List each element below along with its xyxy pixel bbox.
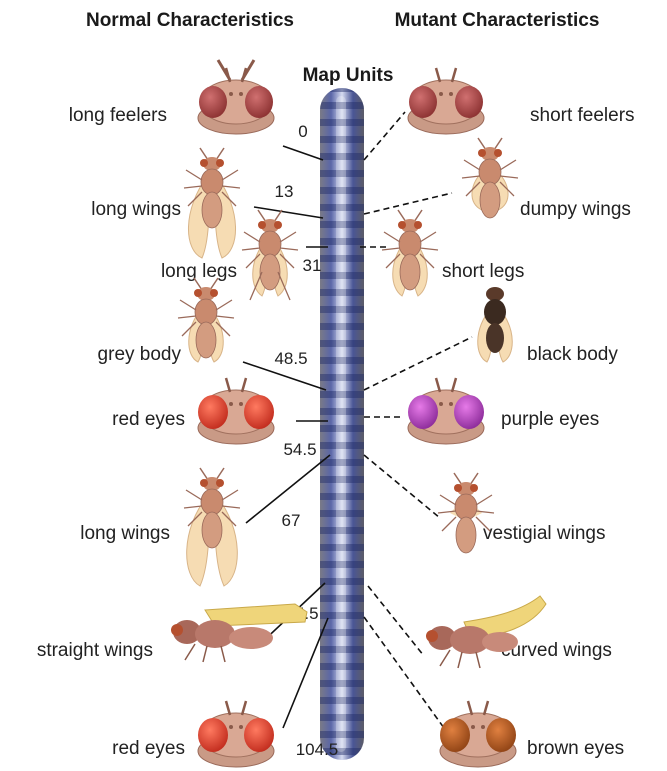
- fly-long-wings-icon: [184, 148, 240, 258]
- fly-dumpy-wings-icon: [462, 138, 518, 218]
- fly-black-body-icon: [478, 287, 513, 362]
- fly-straight-wings-icon: [171, 604, 307, 662]
- map-unit-0: 0: [298, 122, 307, 141]
- mutant-header: Mutant Characteristics: [395, 10, 600, 31]
- map-unit-31: 31: [303, 256, 322, 275]
- normal-header: Normal Characteristics: [86, 10, 294, 31]
- normal-trait-label: red eyes: [112, 738, 185, 759]
- connector-mutant-0: [364, 112, 405, 160]
- fly-long-legs-icon: [242, 210, 298, 300]
- mutant-trait-label: black body: [527, 344, 618, 365]
- fly-head-purple-eyes-icon: [408, 378, 484, 444]
- map-unit-54-5: 54.5: [283, 440, 316, 459]
- fly-short-legs-icon: [382, 210, 438, 296]
- fly-head-brown-eyes-icon: [440, 701, 516, 767]
- normal-trait-label: straight wings: [37, 640, 153, 661]
- mutant-trait-label: brown eyes: [527, 738, 624, 759]
- chromosome: [320, 88, 364, 760]
- connector-mutant-75-5: [368, 586, 424, 656]
- fly-grey-body-icon: [178, 278, 234, 362]
- connector-normal-0: [283, 146, 323, 160]
- normal-trait-label: long wings: [80, 523, 170, 544]
- normal-trait-label: long feelers: [69, 105, 167, 126]
- normal-trait-label: long legs: [161, 261, 237, 282]
- normal-trait-label: grey body: [98, 344, 182, 365]
- map-unit-13: 13: [275, 182, 294, 201]
- mutant-trait-label: short feelers: [530, 105, 635, 126]
- connector-mutant-13: [364, 193, 452, 214]
- map-units-header: Map Units: [303, 65, 394, 86]
- connector-mutant-67: [364, 455, 440, 518]
- map-unit-104-5: 104.5: [296, 740, 339, 759]
- fly-long-wings-icon: [184, 468, 240, 586]
- mutant-trait-label: purple eyes: [501, 409, 599, 430]
- map-unit-48-5: 48.5: [274, 349, 307, 368]
- fly-head-long-feelers-icon: [198, 60, 274, 134]
- normal-trait-label: red eyes: [112, 409, 185, 430]
- mutant-trait-label: vestigial wings: [483, 523, 606, 544]
- mutant-trait-label: short legs: [442, 261, 524, 282]
- fly-head-short-feelers-icon: [408, 68, 484, 134]
- mutant-trait-label: dumpy wings: [520, 199, 631, 220]
- normal-trait-label: long wings: [91, 199, 181, 220]
- connector-normal-13: [254, 207, 323, 218]
- map-unit-67: 67: [282, 511, 301, 530]
- fly-head-red-eyes-icon: [198, 701, 274, 767]
- fly-head-red-eyes-icon: [198, 378, 274, 444]
